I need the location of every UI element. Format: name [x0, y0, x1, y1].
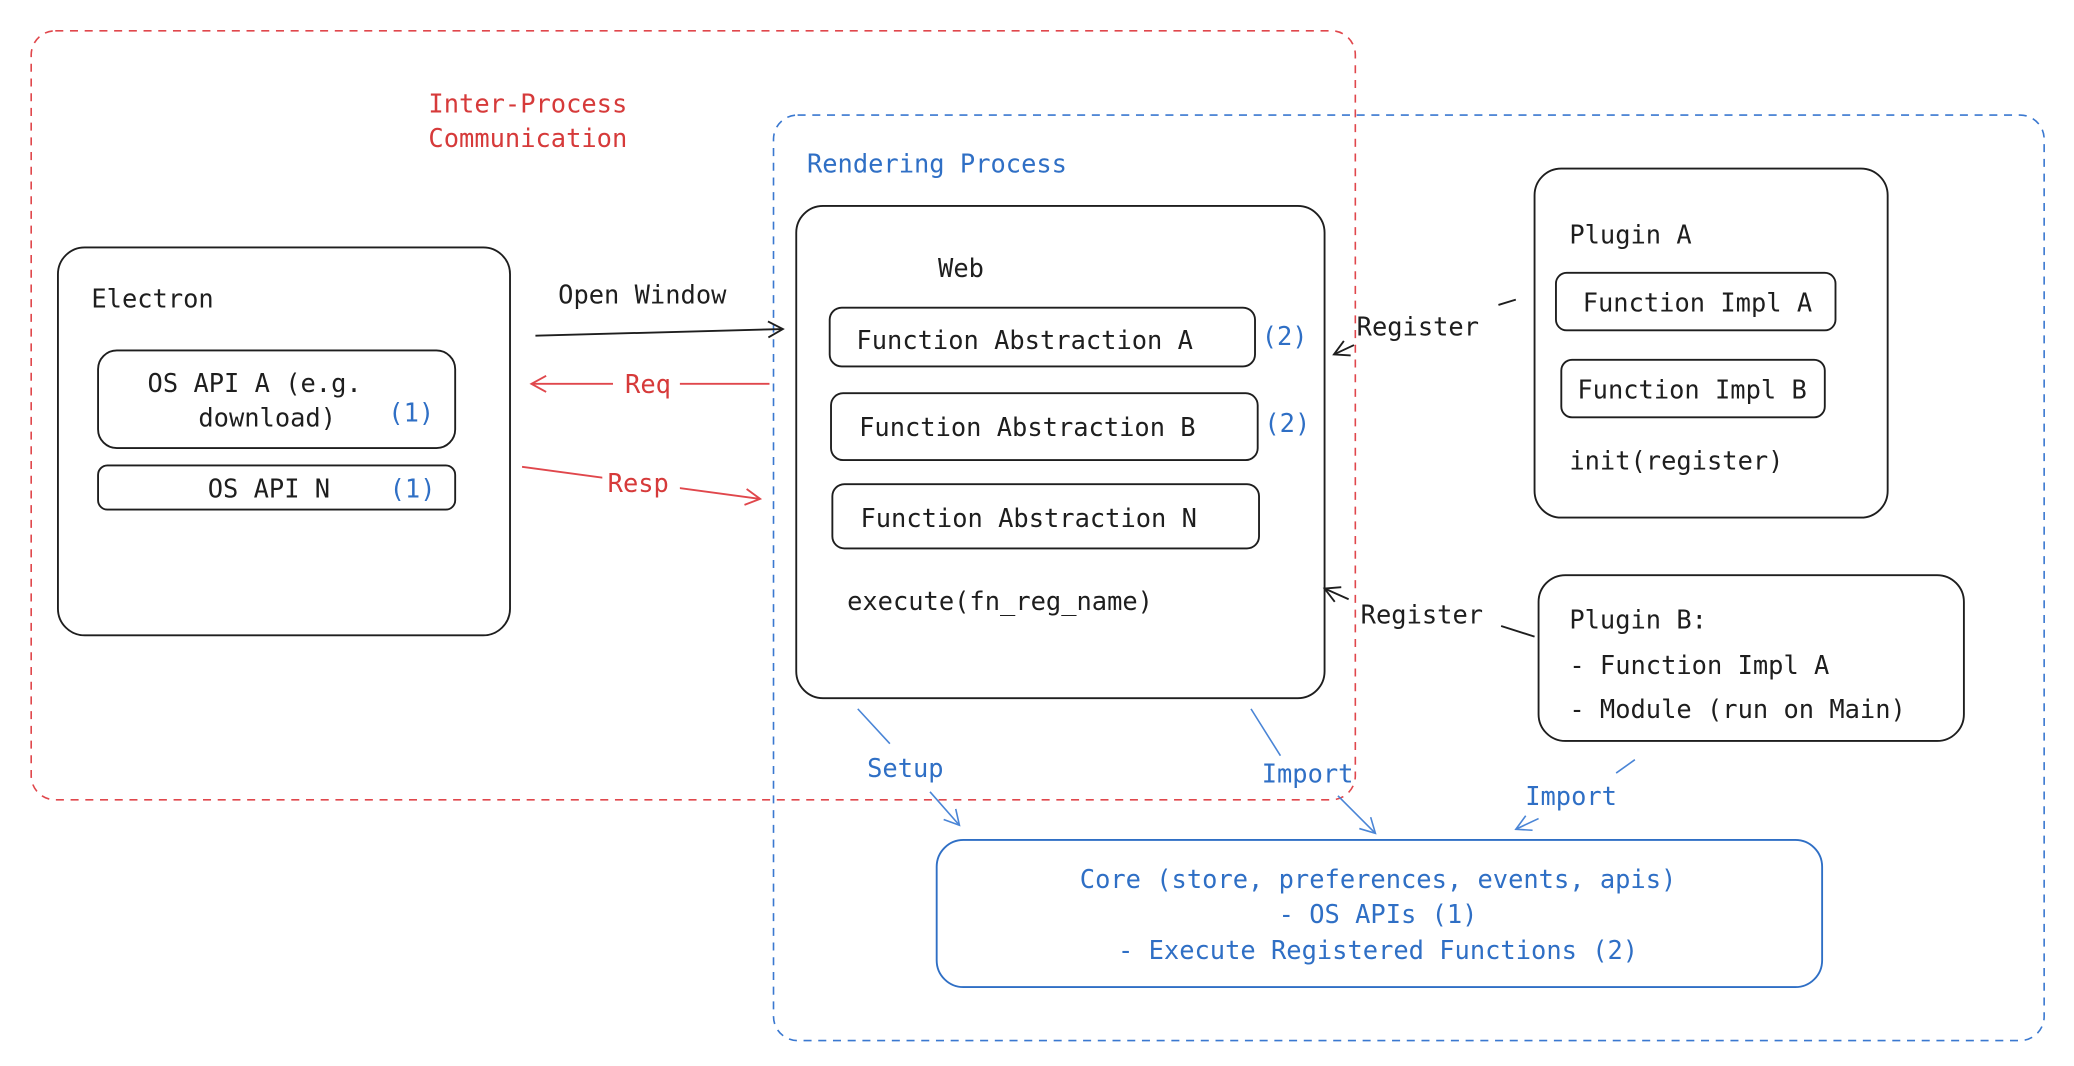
os-api-n-label: OS API N — [208, 474, 330, 504]
core-box — [935, 839, 1824, 989]
function-impl-a-box — [1555, 271, 1837, 332]
os-api-a-label-2: download) — [198, 403, 336, 433]
function-abstraction-b-tag: (2) — [1264, 408, 1310, 438]
import-plugin-arrow — [1516, 759, 1636, 830]
register-b-label: Register — [1361, 599, 1483, 629]
web-title: Web — [938, 253, 984, 283]
plugin-b-box — [1537, 574, 1965, 742]
open-window-label: Open Window — [558, 280, 727, 310]
electron-box — [57, 246, 511, 637]
function-abstraction-a-tag: (2) — [1262, 321, 1308, 351]
function-abstraction-n-label: Function Abstraction N — [860, 503, 1197, 533]
rendering-group-title: Rendering Process — [807, 149, 1067, 179]
plugin-a-box — [1533, 167, 1889, 519]
import-web-label: Import — [1262, 758, 1354, 788]
ipc-group-title: Inter-Process — [428, 88, 627, 118]
electron-title: Electron — [91, 284, 213, 314]
os-api-n-tag: (1) — [390, 474, 436, 504]
setup-label: Setup — [867, 753, 943, 783]
open-window-arrow — [535, 320, 785, 339]
req-label: Req — [625, 369, 671, 399]
plugin-b-title: Plugin B: — [1569, 605, 1707, 635]
core-item-os-apis: - OS APIs (1) — [1279, 899, 1478, 929]
setup-arrow — [857, 708, 960, 825]
ipc-group-title-2: Communication — [428, 123, 627, 153]
function-abstraction-b-label: Function Abstraction B — [859, 412, 1196, 442]
core-title: Core (store, preferences, events, apis) — [1080, 864, 1677, 894]
register-a-label: Register — [1357, 312, 1479, 342]
function-impl-b-box — [1560, 358, 1826, 419]
register-b-arrow — [1325, 589, 1535, 638]
function-impl-a-label: Function Impl A — [1583, 288, 1812, 318]
os-api-n-box — [97, 464, 457, 511]
os-api-a-label: OS API A (e.g. — [148, 368, 362, 398]
plugin-b-item-2: - Module (run on Main) — [1569, 694, 1906, 724]
function-abstraction-a-label: Function Abstraction A — [856, 325, 1193, 355]
web-box — [795, 205, 1326, 700]
function-abstraction-a-box — [828, 306, 1256, 368]
rendering-group-boundary — [772, 114, 2045, 1042]
os-api-a-box — [97, 349, 457, 450]
function-impl-b-label: Function Impl B — [1577, 375, 1806, 405]
ipc-group-boundary — [30, 29, 1357, 801]
execute-label: execute(fn_reg_name) — [847, 586, 1153, 616]
core-item-execute: - Execute Registered Functions (2) — [1118, 935, 1638, 965]
register-a-arrow — [1334, 298, 1517, 355]
function-abstraction-b-box — [830, 392, 1259, 462]
plugin-b-item-1: - Function Impl A — [1569, 650, 1829, 680]
function-abstraction-n-box — [831, 483, 1260, 550]
import-web-arrow — [1250, 708, 1375, 833]
plugin-a-title: Plugin A — [1569, 219, 1691, 249]
init-register-label: init(register) — [1569, 445, 1783, 475]
import-plugin-label: Import — [1525, 781, 1617, 811]
resp-label: Resp — [608, 468, 669, 498]
os-api-a-tag: (1) — [388, 397, 434, 427]
